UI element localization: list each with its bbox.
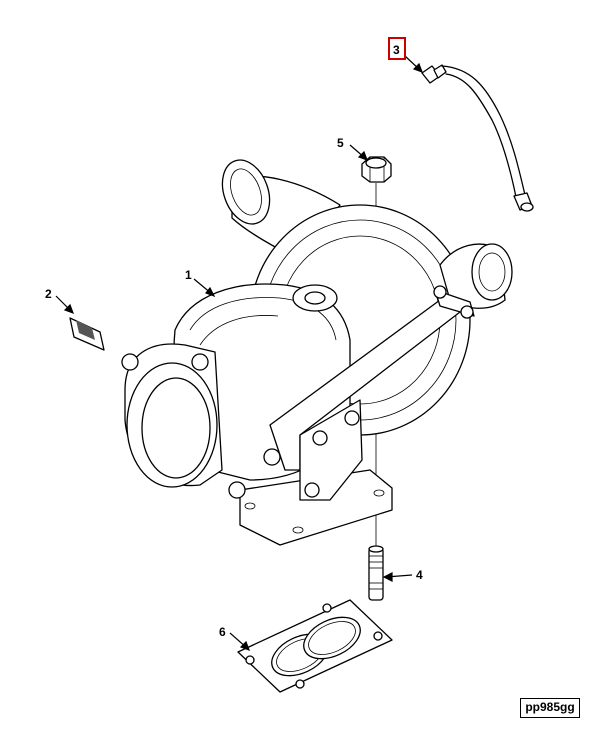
identification-tag: [69, 317, 105, 351]
gasket: [237, 599, 393, 693]
callout-6: 6: [219, 625, 226, 639]
turbocharger: [121, 159, 513, 546]
flange-bolts: [121, 353, 281, 499]
nut: [361, 156, 392, 183]
callout-3-highlight-box: [388, 37, 406, 60]
leader-lines: [55, 55, 424, 652]
callout-1: 1: [185, 268, 192, 282]
oil-supply-tube: [421, 64, 534, 212]
callout-4: 4: [416, 568, 423, 582]
callout-3: 3: [393, 43, 400, 57]
callout-5: 5: [337, 136, 344, 150]
figure-id-label: pp985gg: [520, 698, 580, 718]
stud: [368, 545, 384, 601]
callout-2: 2: [45, 287, 52, 301]
